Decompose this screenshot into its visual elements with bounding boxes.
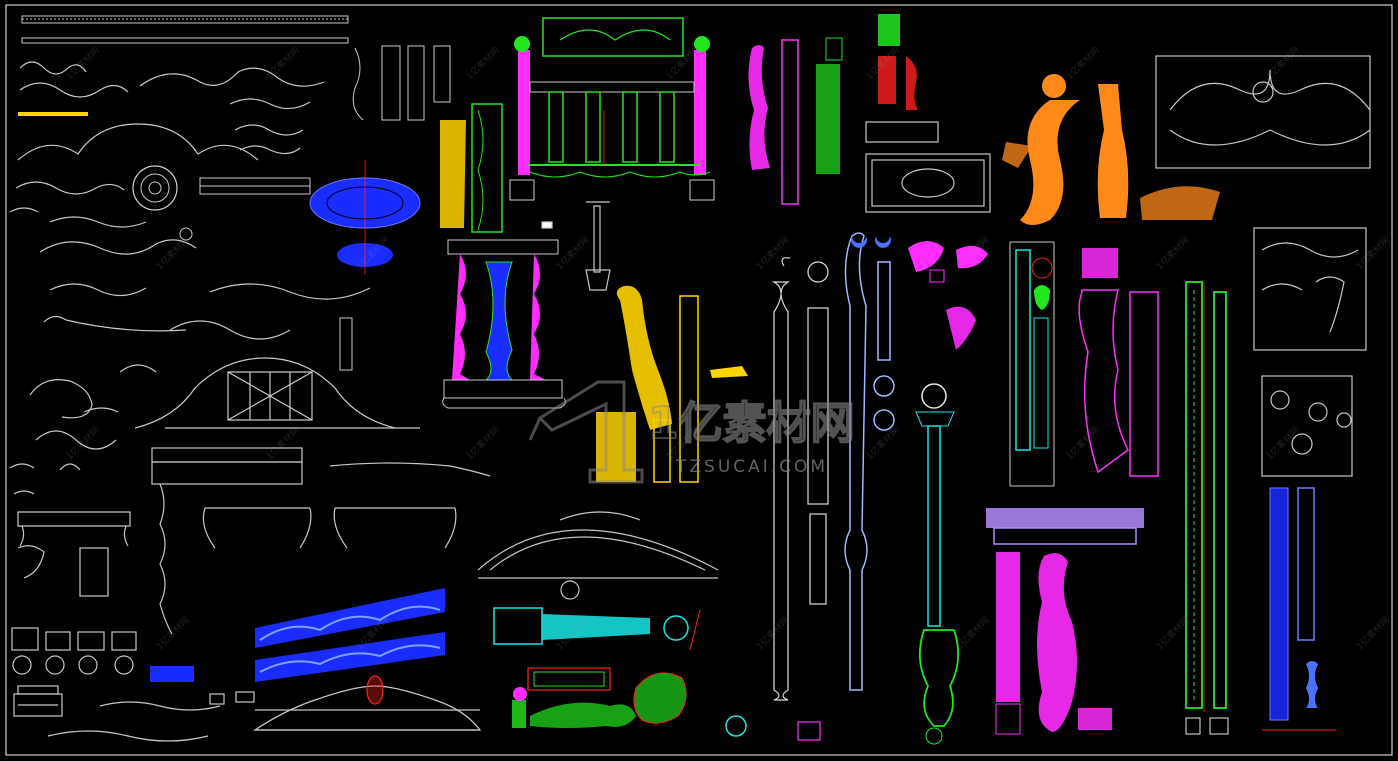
colonnade-elevation [509,17,715,201]
gray-console-bar [199,177,311,195]
drawing-border [5,4,1393,756]
green-tall-columns [1185,281,1229,735]
blue-crescent-icons [850,236,891,248]
gray-arch-crest [477,511,719,600]
magenta-baluster-panel [442,239,566,409]
magenta-frieze-console [986,508,1144,735]
lower-middle-pieces [512,667,821,741]
white-tall-balusters [771,257,829,701]
cyan-green-baluster [915,383,960,745]
rosette-medallion [132,165,193,241]
gray-ornament-sheets [1253,227,1367,477]
gray-ornament-cluster [9,61,491,495]
magenta-scroll-brackets [908,241,1159,477]
magenta-green-columns [748,37,843,205]
blue-rope-carving [150,588,445,682]
yellow-green-newel [440,103,503,233]
orange-cabriole-leg [1002,74,1220,225]
blue-oval-medallion [309,160,421,275]
green-red-top-pieces [878,14,918,110]
gray-pediment-crest [134,357,420,429]
cyan-horizontal-newel [493,607,701,651]
yellow-strip [18,112,88,116]
light-blue-columns [844,232,895,691]
watermark-brand-text: 1亿素材网 [648,398,855,449]
watermark-url-text: TZSUCAI.COM [675,457,828,477]
cyan-column [1009,241,1055,487]
moulding-strips [21,15,349,44]
gray-carved-panels [865,121,991,213]
gray-post-detail [541,201,611,291]
blue-pilasters [1262,487,1336,731]
gray-ornamental-panel [1155,55,1371,169]
gray-bottom-pediment [253,675,482,731]
watermark-logo [528,380,644,484]
gray-panels [339,45,451,371]
gray-furniture-tables [11,447,457,742]
